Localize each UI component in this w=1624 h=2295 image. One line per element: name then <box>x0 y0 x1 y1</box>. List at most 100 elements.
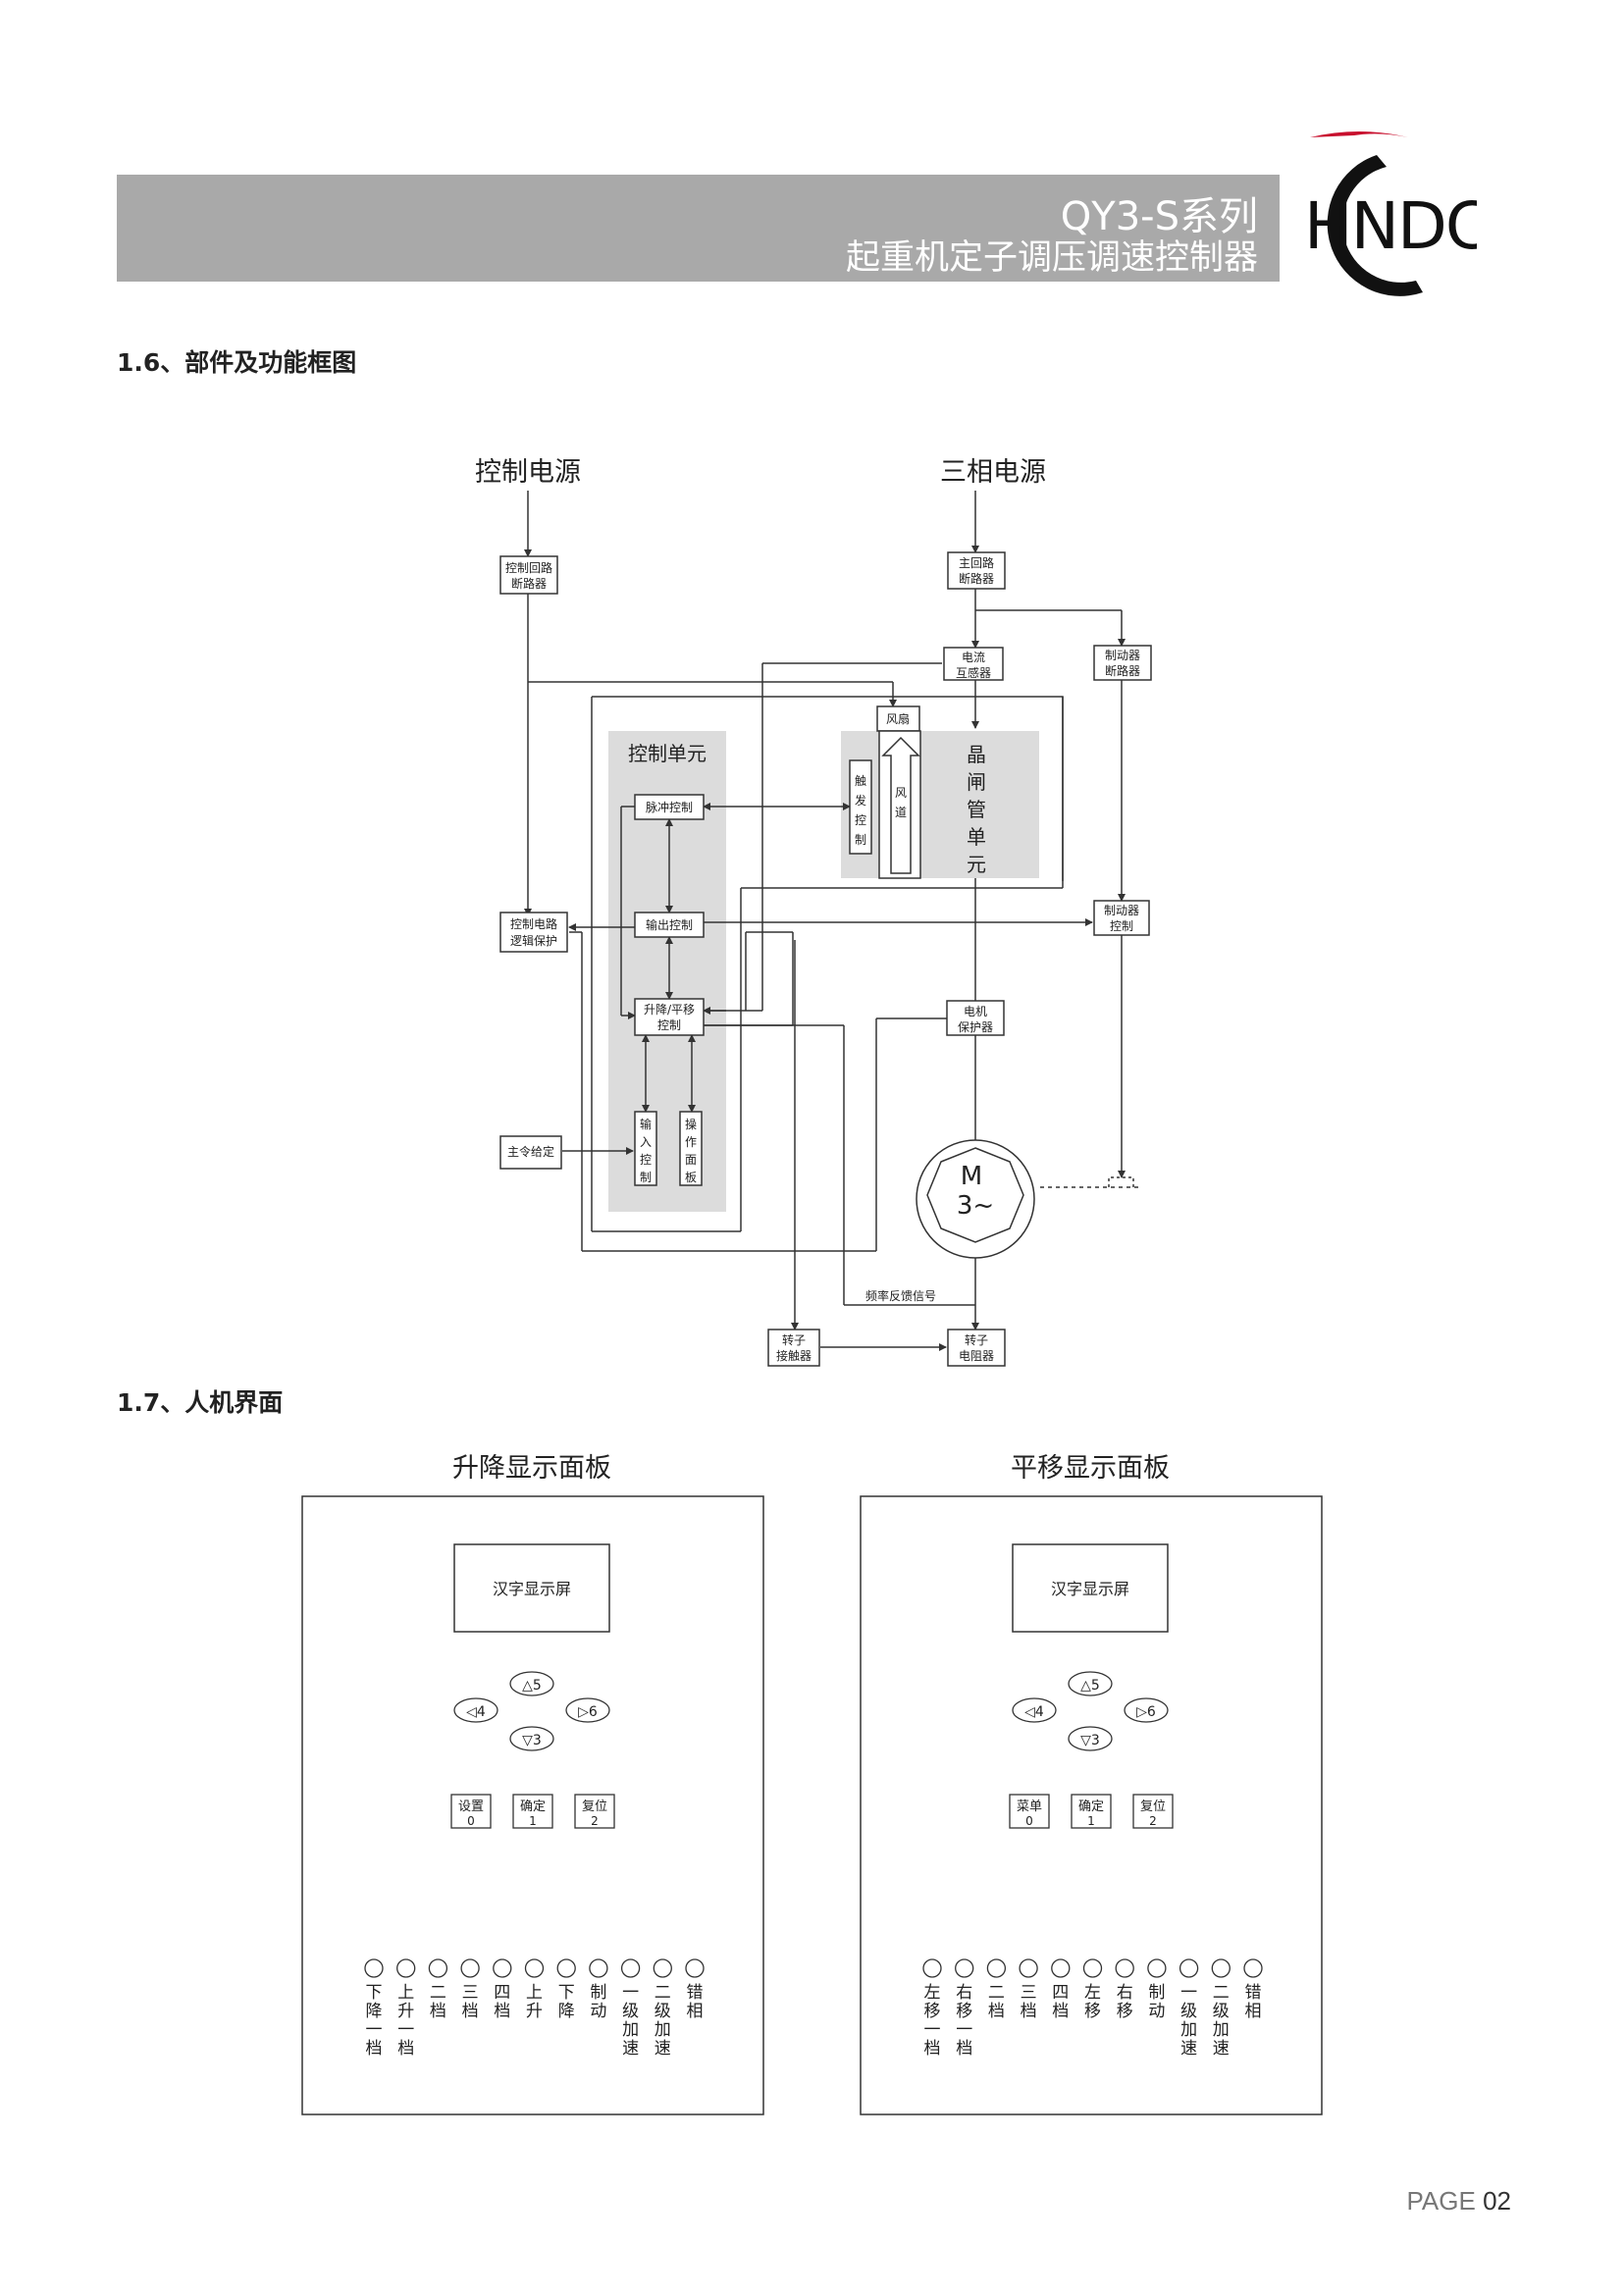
key-left-button <box>453 1697 498 1723</box>
duct-c1: 风 <box>895 786 907 800</box>
led-label-char: 加 <box>1213 2020 1230 2040</box>
panel-frame <box>860 1495 1323 2115</box>
brake-breaker-l2: 断路器 <box>1105 663 1140 678</box>
led-label-char: 移 <box>1084 2002 1101 2021</box>
led-label-char: 档 <box>924 2039 941 2059</box>
trigger-c2: 发 <box>855 793 866 808</box>
ctrl-breaker-box <box>499 555 558 595</box>
led-label-char: 升 <box>397 2002 414 2021</box>
thyristor-c2: 闸 <box>967 770 986 794</box>
led-label-char: 左 <box>924 1983 941 2003</box>
led-label-char: 档 <box>397 2039 414 2059</box>
panel-button-label: 设置 <box>458 1799 484 1814</box>
led-indicator <box>1147 1958 1167 1978</box>
input-ctrl-box <box>634 1111 657 1186</box>
ctrl-power-label: 控制电源 <box>475 457 581 488</box>
led-indicator <box>685 1958 705 1978</box>
led-label-char: 二 <box>988 1983 1005 2003</box>
op-c2: 作 <box>685 1135 697 1149</box>
motor-3-label: 3~ <box>957 1191 994 1221</box>
ct-l2: 互感器 <box>956 665 991 680</box>
rotor-resistor-l2: 电阻器 <box>959 1349 994 1363</box>
led-label-char: 二 <box>655 1983 671 2003</box>
panel-button-num: 2 <box>1149 1814 1157 1828</box>
led-label-char: 级 <box>622 2002 639 2021</box>
led-indicator <box>1051 1958 1071 1978</box>
block-diagram: 控制电源 三相电源 控制回路 断路器 主回路 断路器 电流 互感器 制动器 断路… <box>475 457 1152 1367</box>
led-label-char: 移 <box>956 2002 972 2021</box>
led-label-char: 速 <box>1180 2039 1197 2059</box>
led-label-char: 上 <box>397 1983 414 2003</box>
three-phase-label: 三相电源 <box>940 457 1046 488</box>
main-breaker-l1: 主回路 <box>959 555 994 570</box>
panel-button-num: 1 <box>529 1814 537 1828</box>
rotor-contactor-l2: 接触器 <box>776 1348 812 1363</box>
motor-protect-box <box>946 1000 1005 1036</box>
led-label-char: 级 <box>1213 2002 1230 2021</box>
led-label-char: 档 <box>1052 2002 1069 2021</box>
panel-button <box>450 1794 492 1829</box>
brake-ctrl-l2: 控制 <box>1110 919 1133 933</box>
key-down-label: ▽3 <box>1080 1733 1100 1748</box>
led-label-char: 速 <box>622 2039 639 2059</box>
section-1-6-title: 1.6、部件及功能框图 <box>117 348 357 377</box>
logic-protect-l2: 逻辑保护 <box>510 934 557 948</box>
led-label-char: 一 <box>956 2020 972 2040</box>
led-indicator <box>556 1958 576 1978</box>
thyristor-c3: 管 <box>967 798 986 821</box>
led-label-char: 档 <box>462 2002 479 2021</box>
led-label-char: 移 <box>1117 2002 1133 2021</box>
led-indicator <box>524 1958 545 1978</box>
led-label-char: 一 <box>924 2020 941 2040</box>
panel-button-label: 复位 <box>582 1799 607 1814</box>
lift-shift-l2: 控制 <box>657 1018 681 1032</box>
header-banner: QY3-S系列 起重机定子调压调速控制器 <box>117 175 1280 282</box>
led-label-char: 移 <box>924 2002 941 2021</box>
led-label-char: 右 <box>1117 1983 1133 2003</box>
op-c1: 操 <box>685 1117 697 1131</box>
led-label-char: 制 <box>590 1983 606 2003</box>
led-label-char: 左 <box>1084 1983 1101 2003</box>
op-c3: 面 <box>685 1153 697 1167</box>
led-indicator <box>428 1958 448 1978</box>
panel-title: 平移显示面板 <box>1011 1453 1170 1484</box>
panel-button-num: 0 <box>1025 1814 1033 1828</box>
key-right-label: ▷6 <box>1136 1704 1156 1720</box>
op-c4: 板 <box>685 1171 697 1184</box>
key-up-label: △5 <box>522 1678 542 1694</box>
led-indicator <box>460 1958 480 1978</box>
display-screen-label: 汉字显示屏 <box>493 1580 571 1598</box>
led-label-char: 四 <box>1052 1983 1069 2003</box>
thyristor-c1: 晶 <box>967 743 986 766</box>
led-indicator <box>955 1958 974 1978</box>
led-label-char: 一 <box>366 2020 383 2040</box>
op-panel-box <box>679 1111 703 1186</box>
key-down-button <box>509 1726 554 1751</box>
led-indicator <box>653 1958 672 1978</box>
led-label-char: 右 <box>956 1983 972 2003</box>
led-label-char: 一 <box>1180 1983 1197 2003</box>
duct-c2: 道 <box>895 806 907 819</box>
led-label-char: 相 <box>687 2002 704 2021</box>
thyristor-c4: 单 <box>967 825 986 849</box>
thyristor-area <box>841 731 1039 878</box>
led-label-char: 降 <box>366 2002 383 2021</box>
led-indicator <box>364 1958 384 1978</box>
led-indicator <box>986 1958 1007 1978</box>
brake-breaker-l1: 制动器 <box>1105 649 1140 662</box>
panel-button <box>1071 1794 1112 1829</box>
motor-protect-l1: 电机 <box>964 1005 987 1018</box>
motor-m-label: M <box>961 1162 982 1191</box>
rotor-contactor-l1: 转子 <box>782 1332 806 1347</box>
panel-button <box>1009 1794 1050 1829</box>
freq-feedback-label: 频率反馈信号 <box>865 1288 936 1303</box>
panel-button-num: 1 <box>1087 1814 1095 1828</box>
led-label-char: 档 <box>956 2039 972 2059</box>
key-left-button <box>1012 1697 1057 1723</box>
logic-protect-box <box>499 912 568 953</box>
led-indicator <box>589 1958 608 1978</box>
key-left-label: ◁4 <box>1024 1704 1044 1720</box>
pulse-label: 脉冲控制 <box>646 800 693 814</box>
product-title: 起重机定子调压调速控制器 <box>845 238 1258 278</box>
master-cmd-label: 主令给定 <box>507 1144 554 1159</box>
